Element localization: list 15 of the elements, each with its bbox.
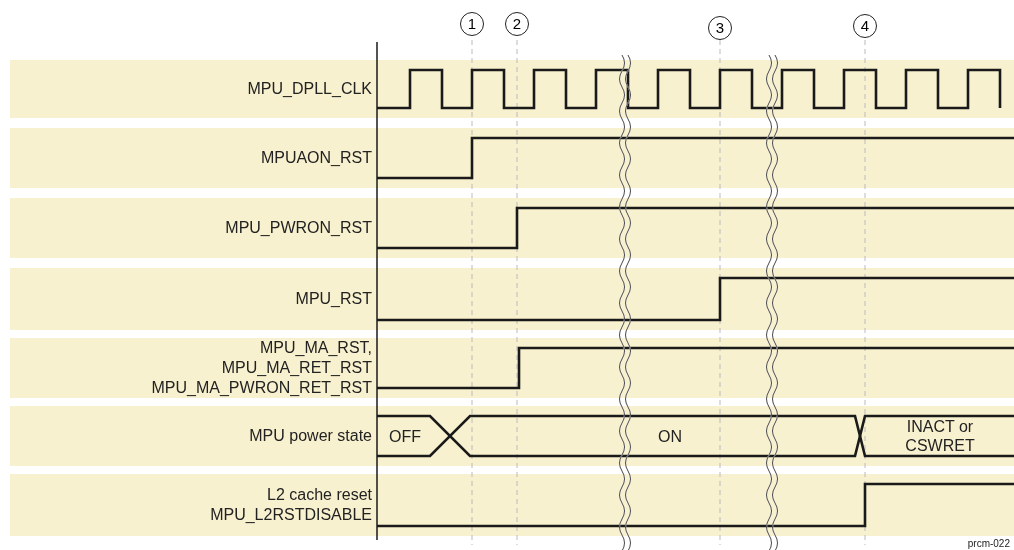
callout-number: 2 bbox=[505, 12, 529, 36]
signal-name: L2 cache reset MPU_L2RSTDISABLE bbox=[209, 485, 372, 525]
signal-name: MPUAON_RST bbox=[259, 148, 372, 168]
state-label: INACT or CSWRET bbox=[904, 417, 976, 455]
signal-name: MPU_PWRON_RST bbox=[224, 218, 372, 238]
signal-name: MPU_RST bbox=[294, 289, 372, 309]
state-label: OFF bbox=[388, 426, 422, 446]
callout-number: 3 bbox=[708, 16, 732, 40]
callout-number: 1 bbox=[460, 12, 484, 36]
signal-name: MPU_MA_RST, MPU_MA_RET_RST MPU_MA_PWRON_RET_RST bbox=[150, 338, 372, 398]
figure-id: prcm-022 bbox=[967, 538, 1010, 549]
signal-name: MPU power state bbox=[248, 426, 372, 446]
signal-name: MPU_DPLL_CLK bbox=[246, 79, 372, 99]
callout-number: 4 bbox=[853, 14, 877, 38]
state-label: ON bbox=[657, 426, 683, 446]
